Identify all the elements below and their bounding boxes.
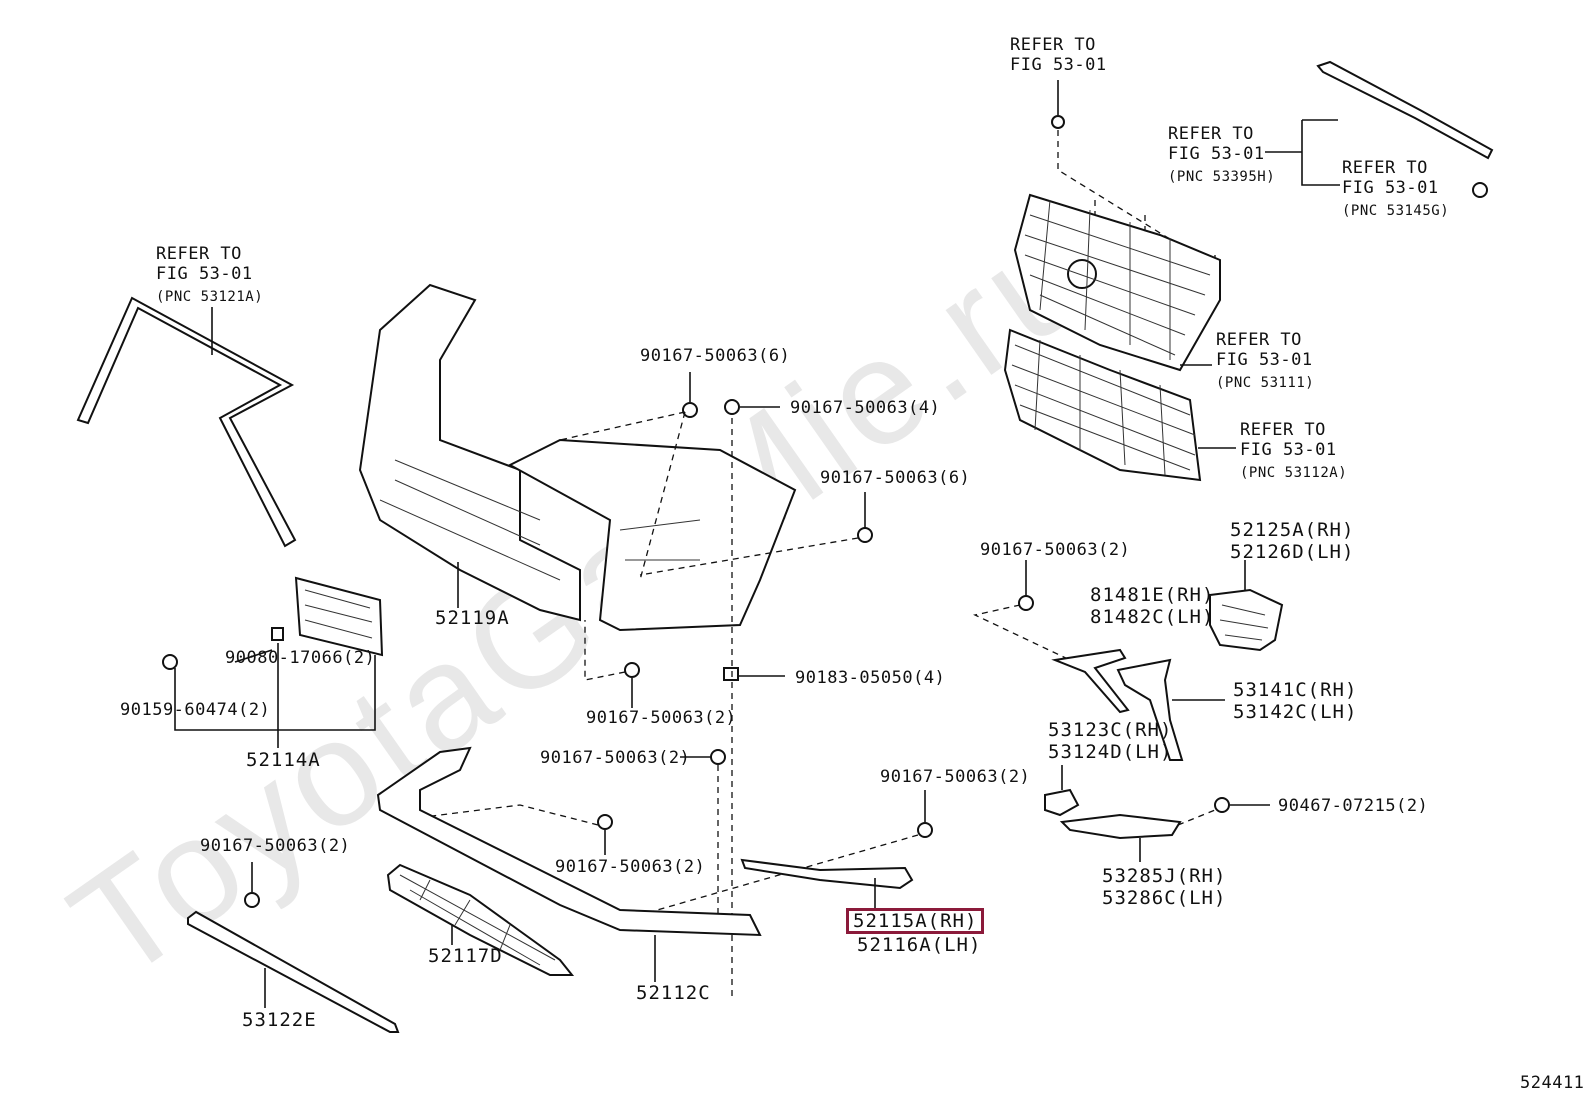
label-s-low2b: 90167-50063(2) — [540, 748, 691, 768]
label-52114a: 52114A — [246, 749, 321, 771]
upper-molding-part — [1265, 60, 1494, 198]
label-52119a: 52119A — [435, 607, 510, 629]
lower-spoiler-part — [376, 746, 762, 982]
molding-left-part — [76, 296, 297, 548]
label-90159: 90159-60474(2) — [120, 700, 271, 720]
label-81482c: 81482C(LH) — [1090, 606, 1215, 628]
label-52115a-highlighted[interactable]: 52115A(RH) — [846, 908, 985, 934]
label-53124d: 53124D(LH) — [1048, 741, 1173, 763]
ref-top-clip-1: REFER TO — [1010, 35, 1096, 55]
grille-lower-part — [1003, 328, 1236, 482]
ref-upper-molding-2: FIG 53-01 — [1168, 144, 1265, 164]
watermark: ToyotaGarMie.ru — [42, 186, 1120, 1011]
label-52125a: 52125A(RH) — [1230, 519, 1355, 541]
ref-top-clip-2: FIG 53-01 — [1010, 55, 1107, 75]
label-53122e: 53122E — [242, 1009, 317, 1031]
license-bracket-part — [174, 576, 384, 748]
leader-lines — [234, 80, 1270, 892]
bumper-cover-part — [358, 283, 797, 632]
ref-grille-upper-1: REFER TO — [1216, 330, 1302, 350]
screw-icons — [244, 115, 1230, 908]
bracket-53285j-part — [1059, 809, 1216, 862]
label-s-mid2: 90167-50063(2) — [980, 540, 1131, 560]
label-s-top4: 90167-50063(4) — [790, 398, 941, 418]
label-53123c: 53123C(RH) — [1048, 719, 1173, 741]
ref-clip-right-1: REFER TO — [1342, 158, 1428, 178]
label-s-left2: 90167-50063(2) — [200, 836, 351, 856]
ref-molding-left-1: REFER TO — [156, 244, 242, 264]
label-s-low2c: 90167-50063(2) — [555, 857, 706, 877]
label-81481e: 81481E(RH) — [1090, 584, 1215, 606]
grille-upper-part — [1013, 193, 1221, 372]
ref-grille-upper-3: (PNC 53111) — [1216, 375, 1315, 391]
label-90183: 90183-05050(4) — [795, 668, 946, 688]
ref-upper-molding-3: (PNC 53395H) — [1168, 169, 1276, 185]
ref-upper-molding-1: REFER TO — [1168, 124, 1254, 144]
label-s-low2a: 90167-50063(2) — [586, 708, 737, 728]
trim-53141c-part — [1116, 658, 1225, 761]
label-52116a: 52116A(LH) — [857, 934, 982, 956]
duct-part — [1209, 560, 1284, 652]
label-s-top6: 90167-50063(6) — [640, 346, 791, 366]
label-s-r2: 90167-50063(2) — [880, 767, 1031, 787]
lower-grille-part — [386, 863, 575, 976]
strip-part — [187, 910, 400, 1033]
spoiler-rh-part — [740, 858, 914, 908]
label-90080: 90080-17066(2) — [225, 648, 376, 668]
ref-grille-lower-1: REFER TO — [1240, 420, 1326, 440]
label-52126d: 52126D(LH) — [1230, 541, 1355, 563]
ref-clip-right-3: (PNC 53145G) — [1342, 203, 1450, 219]
ref-grille-lower-3: (PNC 53112A) — [1240, 465, 1348, 481]
label-53285j: 53285J(RH) — [1102, 865, 1227, 887]
screw-90159-icon — [162, 654, 178, 670]
label-90467: 90467-07215(2) — [1278, 796, 1429, 816]
label-52117d: 52117D — [428, 945, 503, 967]
trim-81481e-part — [1051, 648, 1130, 714]
ref-grille-lower-2: FIG 53-01 — [1240, 440, 1337, 460]
ref-molding-left-3: (PNC 53121A) — [156, 289, 264, 305]
label-53141c: 53141C(RH) — [1233, 679, 1358, 701]
figure-number: 524411 — [1520, 1073, 1585, 1093]
label-52112c: 52112C — [636, 982, 711, 1004]
bracket-53123c-part — [1044, 765, 1080, 817]
label-s-right6: 90167-50063(6) — [820, 468, 971, 488]
ref-grille-upper-2: FIG 53-01 — [1216, 350, 1313, 370]
label-53286c: 53286C(LH) — [1102, 887, 1227, 909]
clip-90080-icon — [271, 627, 284, 641]
ref-molding-left-2: FIG 53-01 — [156, 264, 253, 284]
label-53142c: 53142C(LH) — [1233, 701, 1358, 723]
assembly-dashed-lines — [399, 130, 1221, 1000]
ref-clip-right-2: FIG 53-01 — [1342, 178, 1439, 198]
